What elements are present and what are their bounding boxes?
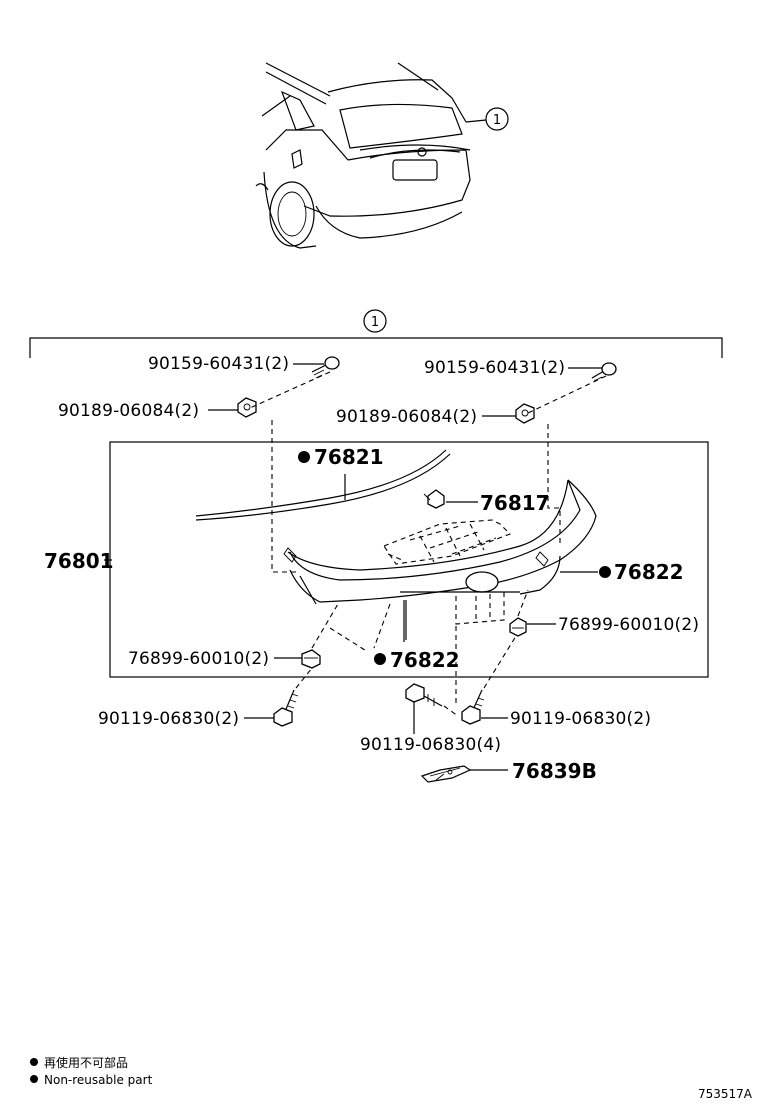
callout-number: 1 bbox=[371, 315, 379, 330]
clip-left-icon bbox=[301, 649, 321, 669]
screw-left-icon bbox=[311, 356, 340, 379]
label-nut-right: 90189-06084(2) bbox=[336, 407, 477, 427]
label-bolt-center: 90119-06830(4) bbox=[360, 735, 501, 755]
nut-right-icon bbox=[515, 403, 535, 424]
label-pad-lower: 76822 bbox=[390, 648, 460, 672]
legend-dot-icon bbox=[30, 1058, 38, 1066]
bolt-right-icon bbox=[461, 689, 485, 725]
moulding-strip bbox=[195, 449, 451, 521]
label-clip-right: 76899-60010(2) bbox=[558, 615, 699, 635]
label-moulding: 76821 bbox=[314, 445, 384, 469]
legend-chinese: 再使用不可部品 bbox=[44, 1055, 128, 1070]
label-bracket: 76839B bbox=[512, 759, 597, 783]
non-reusable-dot-icon bbox=[599, 566, 611, 578]
clip-icon bbox=[423, 489, 445, 509]
label-screw-left: 90159-60431(2) bbox=[148, 354, 289, 374]
figure-reference: 753517A bbox=[698, 1087, 753, 1101]
back-door-garnish bbox=[283, 479, 597, 642]
label-bolt-left: 90119-06830(2) bbox=[98, 709, 239, 729]
non-reusable-dot-icon bbox=[298, 451, 310, 463]
legend-english: Non-reusable part bbox=[44, 1073, 153, 1087]
label-clip: 76817 bbox=[480, 491, 550, 515]
bolt-center-icon bbox=[405, 683, 443, 707]
assembly-bracket: 1 bbox=[29, 309, 723, 358]
non-reusable-dot-icon bbox=[374, 653, 386, 665]
nut-left-icon bbox=[237, 397, 257, 418]
label-nut-left: 90189-06084(2) bbox=[58, 401, 199, 421]
legend: 再使用不可部品 Non-reusable part bbox=[30, 1055, 153, 1087]
label-clip-left: 76899-60010(2) bbox=[128, 649, 269, 669]
vehicle-illustration: 1 bbox=[255, 62, 509, 249]
label-assembly: 76801 bbox=[44, 549, 114, 573]
bracket-icon bbox=[420, 765, 472, 783]
label-screw-right: 90159-60431(2) bbox=[424, 358, 565, 378]
screw-right-icon bbox=[591, 362, 617, 382]
callout-number: 1 bbox=[493, 113, 501, 128]
bolt-left-icon bbox=[273, 689, 299, 727]
legend-dot-icon bbox=[30, 1075, 38, 1083]
clip-right-icon bbox=[509, 617, 527, 637]
label-pad-right: 76822 bbox=[614, 560, 684, 584]
label-bolt-right: 90119-06830(2) bbox=[510, 709, 651, 729]
